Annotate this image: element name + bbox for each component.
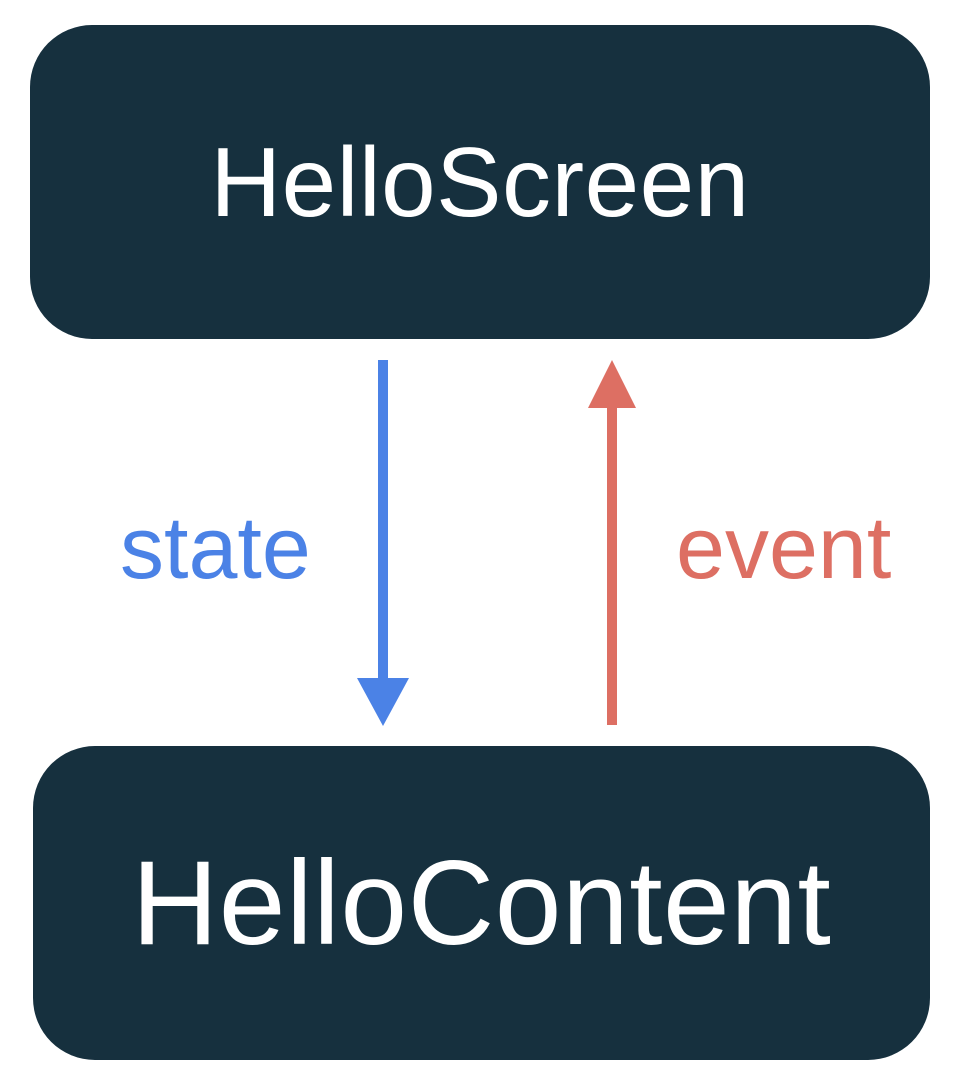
state-arrow-head	[357, 678, 409, 726]
event-arrow	[588, 360, 636, 725]
event-arrow-head	[588, 360, 636, 408]
node-hellocontent-label: HelloContent	[131, 836, 832, 970]
node-helloscreen-label: HelloScreen	[210, 127, 750, 237]
node-hellocontent: HelloContent	[33, 746, 930, 1060]
state-arrow	[357, 360, 409, 726]
state-label: state	[120, 498, 311, 597]
event-label: event	[676, 498, 892, 597]
node-helloscreen: HelloScreen	[30, 25, 930, 339]
